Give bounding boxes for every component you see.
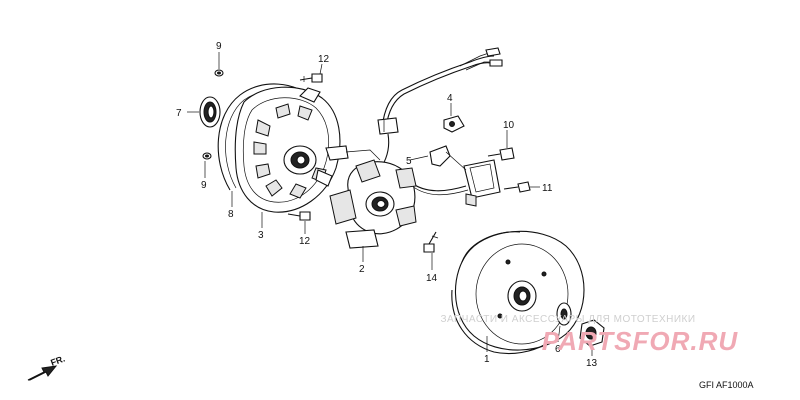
- callout-12-bottom: 12: [299, 236, 311, 247]
- callout-12-top: 12: [318, 54, 330, 65]
- stator-part-2: [329, 159, 417, 249]
- washer-part-9-top: [214, 69, 224, 77]
- callout-9-bottom: 9: [201, 180, 207, 191]
- crankcase-cover-part-3: [234, 86, 349, 213]
- flywheel-part-1: [451, 230, 585, 355]
- diagram-code: GFI AF1000A: [699, 380, 754, 390]
- callout-1: 1: [484, 354, 490, 365]
- callout-8: 8: [228, 209, 234, 220]
- callout-11: 11: [542, 183, 553, 194]
- screw-part-10: [487, 147, 515, 161]
- callout-10: 10: [503, 120, 515, 131]
- callout-6: 6: [555, 344, 561, 355]
- clamp-part-4: [443, 115, 465, 133]
- front-direction-arrow-icon: [27, 365, 58, 381]
- watermark-tagline: ЗАПЧАСТИ И АКСЕССУАРЫ ДЛЯ МОТОТЕХНИКИ: [440, 314, 695, 325]
- callout-14: 14: [426, 273, 438, 284]
- callout-13: 13: [586, 358, 598, 369]
- bolt-part-11: [503, 181, 531, 193]
- bolt-part-12-top: [299, 73, 323, 83]
- pulse-generator-part-5: [429, 145, 501, 207]
- leader-5: [409, 155, 429, 161]
- callout-2: 2: [359, 264, 365, 275]
- washer-part-6: [556, 302, 572, 326]
- callout-4: 4: [447, 93, 453, 104]
- leader-6: [557, 325, 561, 343]
- flange-nut-part-13: [579, 319, 605, 347]
- leader-12-top: [319, 63, 323, 75]
- bolt-part-12-bottom: [287, 211, 311, 221]
- callout-3: 3: [258, 230, 264, 241]
- washer-part-9-bottom: [202, 152, 212, 160]
- callout-7: 7: [176, 108, 182, 119]
- watermark-logo: PARTSFOR.RU: [542, 326, 739, 356]
- oil-seal-part-7: [199, 96, 221, 128]
- callout-5: 5: [406, 156, 412, 167]
- bolt-part-14: [423, 231, 439, 253]
- callout-9-top: 9: [216, 41, 222, 52]
- direction-label: FR.: [49, 354, 66, 368]
